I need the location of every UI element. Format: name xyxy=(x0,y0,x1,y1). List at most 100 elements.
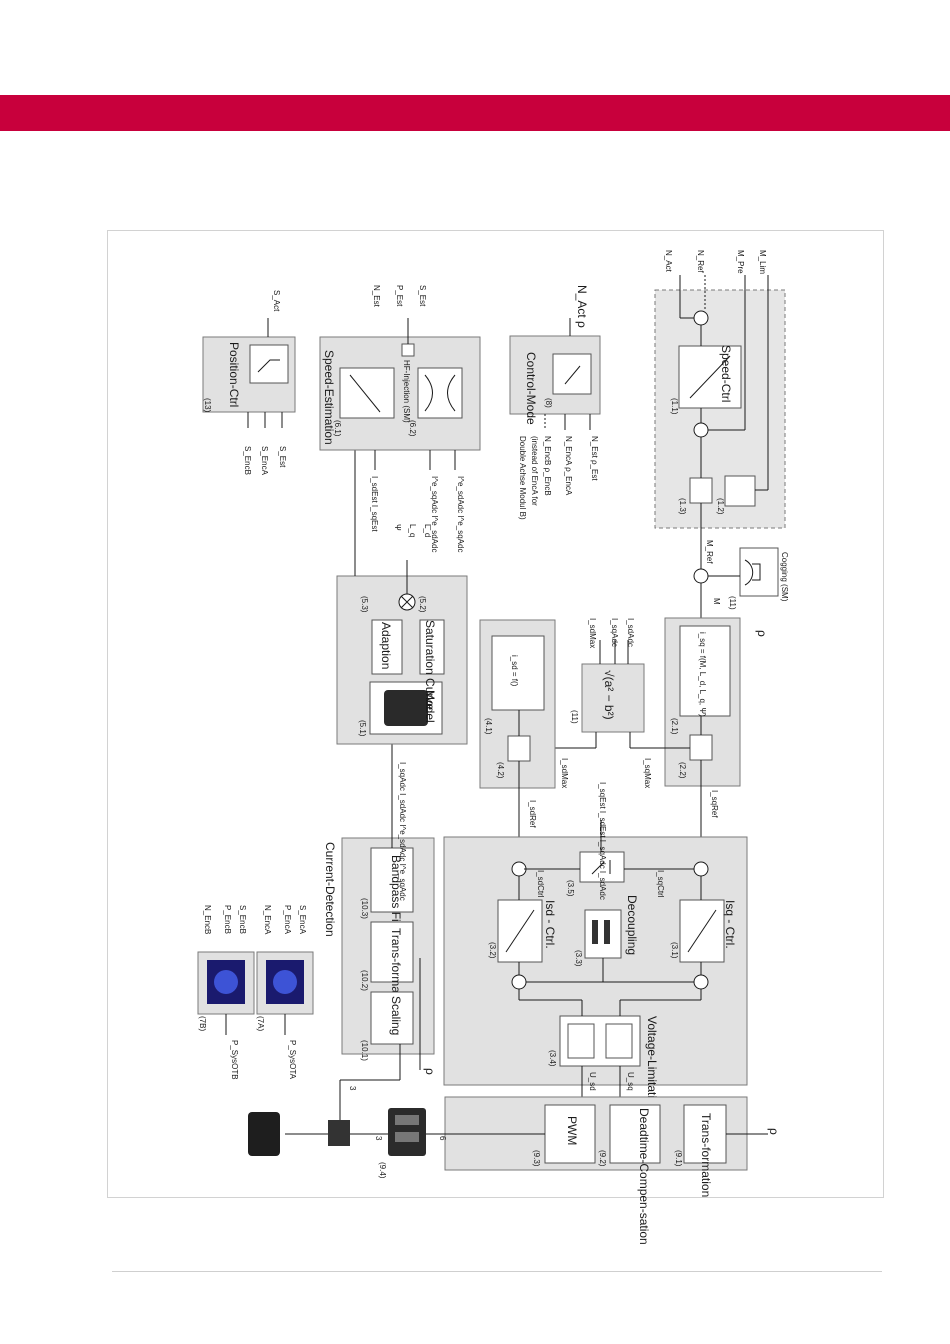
bandpass-title: Bandpass Filter xyxy=(389,855,403,938)
position-out: S_Act xyxy=(272,290,281,312)
speed-ctrl-filter-num: (1.2) xyxy=(716,498,725,515)
iq-lim-num: (2.2) xyxy=(678,762,687,779)
model-out-lq: L_q xyxy=(408,524,417,537)
signal-m: M xyxy=(712,598,721,605)
speed-est-num-b: (6.2) xyxy=(408,420,417,437)
speed-estimation-title: Speed-Estimation xyxy=(322,350,336,445)
voltage-limitation-num: (3.4) xyxy=(548,1050,557,1067)
position-in-enca: S_EncA xyxy=(260,446,269,476)
enc-a-out-s: S_EncA xyxy=(298,905,307,935)
voltage-limitation-title: Voltage-Limitation xyxy=(645,1016,659,1111)
signal-n-act: N_Act xyxy=(664,250,673,273)
cogging-num: (11) xyxy=(728,596,737,610)
pwm-block: Trans-formation (9.1) Deadtime-Compen-sa… xyxy=(415,1096,781,1245)
enc-b-out-p: P_EncB xyxy=(223,905,232,934)
inverter-num: (9.4) xyxy=(378,1162,387,1179)
signal-usq: U_sq xyxy=(626,1072,635,1091)
position-ctrl-num: (13) xyxy=(203,398,212,413)
decoupling-title: Decoupling xyxy=(625,895,639,955)
enc-b-out-s: S_EncB xyxy=(238,905,247,934)
sqrt-in-isdmax: I_sdMax xyxy=(588,618,597,648)
signal-m-pre: M_Pre xyxy=(736,250,745,274)
model-num: (5.1) xyxy=(358,720,367,737)
deadtime-num: (9.2) xyxy=(598,1150,607,1167)
decoupling-num: (3.3) xyxy=(574,950,583,967)
speed-est-out-n: N_Est xyxy=(372,285,381,308)
model-out-psi: Ψ xyxy=(393,524,402,531)
signal-isd-ref: I_sdRef xyxy=(528,800,537,828)
control-mode-block: Control-Mode (8) N_Act ρ N_Est ρ_Est N_E… xyxy=(509,285,601,520)
bandpass-num: (10.3) xyxy=(360,898,369,919)
signal-three-a: 3 xyxy=(374,1136,383,1141)
speed-estimation-block: HF-Injection (SM) Speed-Estimation (6.1)… xyxy=(319,285,481,552)
speed-ctrl-num: (1.1) xyxy=(670,398,679,415)
signal-model-in: I_sqAdc I_sdAdc I^e_sdAdc I^e_sqAdc xyxy=(398,762,407,901)
signal-m-lim: M_Lim xyxy=(758,250,767,274)
scaling-title: Scaling xyxy=(389,996,403,1035)
signal-three-b: 3 xyxy=(348,1086,357,1091)
cogging-rho: ρ xyxy=(755,630,769,637)
cd-trans-num: (10.2) xyxy=(360,970,369,991)
enc-a-out-p: P_EncA xyxy=(283,905,292,935)
signal-six: 6 xyxy=(438,1136,447,1141)
model-block: Model (5.1) Saturation Curve (5.2) Adapt… xyxy=(336,450,468,745)
cogging-title: Cogging (SM) xyxy=(780,552,789,602)
current-detection-title: Current-Detection xyxy=(323,842,337,937)
signal-isq-max: I_sqMax xyxy=(643,758,652,788)
speed-est-in-a: I^e_sdAdc I^e_sqAdc xyxy=(456,476,465,552)
model-out-ld: L_d xyxy=(423,524,432,537)
switch-num: (3.5) xyxy=(566,880,575,897)
encoder-a-in: P_SysOTA xyxy=(288,1040,297,1080)
signal-usd: U_sd xyxy=(588,1072,597,1091)
adaption-num: (5.3) xyxy=(360,596,369,613)
enc-b-out-n: N_EncB xyxy=(203,905,212,934)
iq-calculation-block: i_sq = f(M, L_d, L_q, Ψ) (2.1) (2.2) I_s… xyxy=(664,617,741,862)
control-mode-note-2: Double Achse Modul B) xyxy=(518,436,527,520)
control-mode-note-1: (instead of EncA for xyxy=(530,436,539,506)
deadtime-title: Deadtime-Compen-sation xyxy=(637,1108,651,1245)
cogging-block: Cogging (SM) (11) M_Ref M ρ xyxy=(693,540,789,637)
id-calc-num: (4.1) xyxy=(484,718,493,735)
signal-isq-ref: I_sqRef xyxy=(710,790,719,818)
sqrt-num: (11) xyxy=(570,710,579,724)
speed-est-num-a: (6.1) xyxy=(333,420,342,437)
control-mode-out: N_Act ρ xyxy=(575,285,589,328)
speed-inputs: N_Act N_Ref M_Pre M_Lim xyxy=(664,250,769,491)
pwm-title: PWM xyxy=(565,1116,579,1145)
iq-formula: i_sq = f(M, L_d, L_q, Ψ) xyxy=(698,632,707,717)
enc-a-out-n: N_EncA xyxy=(263,905,272,935)
pwm-trans-title: Trans-formation xyxy=(699,1113,713,1197)
position-in-est: S_Est xyxy=(278,446,287,468)
isq-ctrl-num: (3.1) xyxy=(670,942,679,959)
current-detection-block: Bandpass Filter (10.3) Trans-formation (… xyxy=(323,735,437,1080)
id-lim-num: (4.2) xyxy=(496,762,505,779)
speed-est-in-c: I_sdEst I_sqEst xyxy=(370,476,379,532)
switch-inputs: I_sqEst I_sdEst I_sqAdc I_sdAdc xyxy=(598,782,607,900)
control-mode-in-encb: N_EncB ρ_EncB xyxy=(543,436,552,496)
signal-isd-max: I_sdMax xyxy=(560,758,569,788)
id-calculation-block: i_sd = f() (4.1) (4.2) I_sdRef xyxy=(479,619,556,862)
encoder-b-in: P_SysOTB xyxy=(230,1040,239,1080)
signal-m-ref: M_Ref xyxy=(705,540,714,564)
scaling-num: (10.1) xyxy=(360,1040,369,1061)
signal-isq-ctrl: I_sqCtrl xyxy=(656,870,665,898)
encoder-b-num: (7B) xyxy=(198,1016,207,1031)
isd-ctrl-num: (3.2) xyxy=(488,942,497,959)
inverter-and-motor: (9.4) 3 3 xyxy=(248,1079,426,1179)
speed-ctrl-title: Speed-Ctrl xyxy=(719,345,733,402)
speed-ctrl-block: Speed-Ctrl (1.1) (1.3) (1.2) xyxy=(654,289,786,570)
pwm-rho: ρ xyxy=(767,1128,781,1135)
saturation-num: (5.2) xyxy=(418,596,427,613)
brand-header-band xyxy=(0,95,950,131)
pwm-trans-num: (9.1) xyxy=(674,1150,683,1167)
model-title: Model xyxy=(423,690,437,723)
signal-isd-ctrl: I_sdCtrl xyxy=(536,870,545,898)
control-mode-title: Control-Mode xyxy=(524,352,538,425)
control-mode-in-est: N_Est ρ_Est xyxy=(590,436,599,481)
speed-est-out-p: P_Est xyxy=(395,285,404,307)
hf-injection-label: HF-Injection (SM) xyxy=(402,360,411,423)
saturation-title: Saturation Curve xyxy=(423,620,437,710)
encoder-a-num: (7A) xyxy=(256,1016,265,1031)
position-ctrl-block: Position-Ctrl (13) S_Act S_EncB S_EncA S… xyxy=(202,290,296,476)
